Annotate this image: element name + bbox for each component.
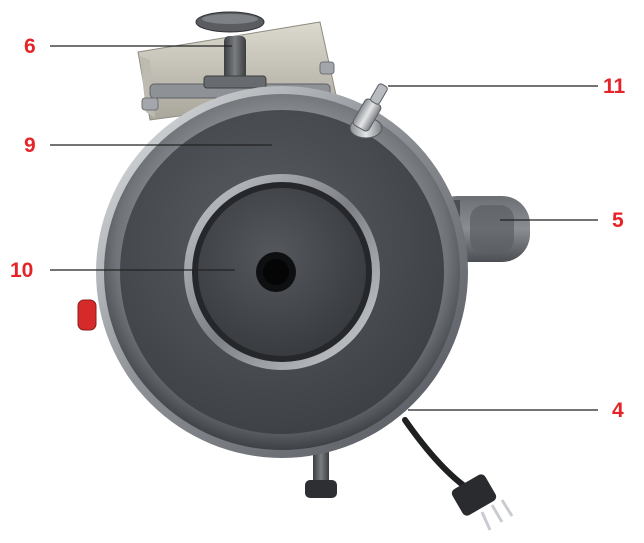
callout-label-5: 5 (612, 209, 624, 232)
main-body (96, 86, 468, 458)
plug-pin (490, 504, 504, 523)
red-switch-icon (77, 299, 97, 331)
callout-label-6: 6 (24, 35, 36, 58)
hose-nozzle-icon (370, 83, 388, 105)
bracket-hinge-left (141, 97, 159, 111)
housing-cap (470, 205, 514, 253)
callout-label-4: 4 (612, 399, 624, 422)
coolant-fitting (349, 83, 388, 139)
clamp-knob-icon (305, 480, 337, 498)
callout-label-11: 11 (603, 75, 626, 98)
plug-icon (451, 474, 497, 516)
plug-pin (480, 511, 492, 531)
adjustment-handle (195, 11, 267, 89)
knob-stem (313, 448, 329, 484)
leader-lines (50, 45, 598, 411)
plug-pin (500, 499, 514, 517)
machine-group (77, 11, 530, 531)
power-cable (402, 417, 514, 531)
center-bore-inner (263, 259, 289, 285)
lower-knob (305, 448, 337, 498)
handle-clamp (203, 75, 267, 89)
callout-label-10: 10 (10, 259, 34, 282)
callout-label-9: 9 (24, 134, 36, 157)
handle-shaft (224, 36, 246, 88)
bracket-hinge-right (319, 61, 335, 75)
cable-cord (402, 417, 473, 493)
handle-highlight (202, 14, 258, 24)
